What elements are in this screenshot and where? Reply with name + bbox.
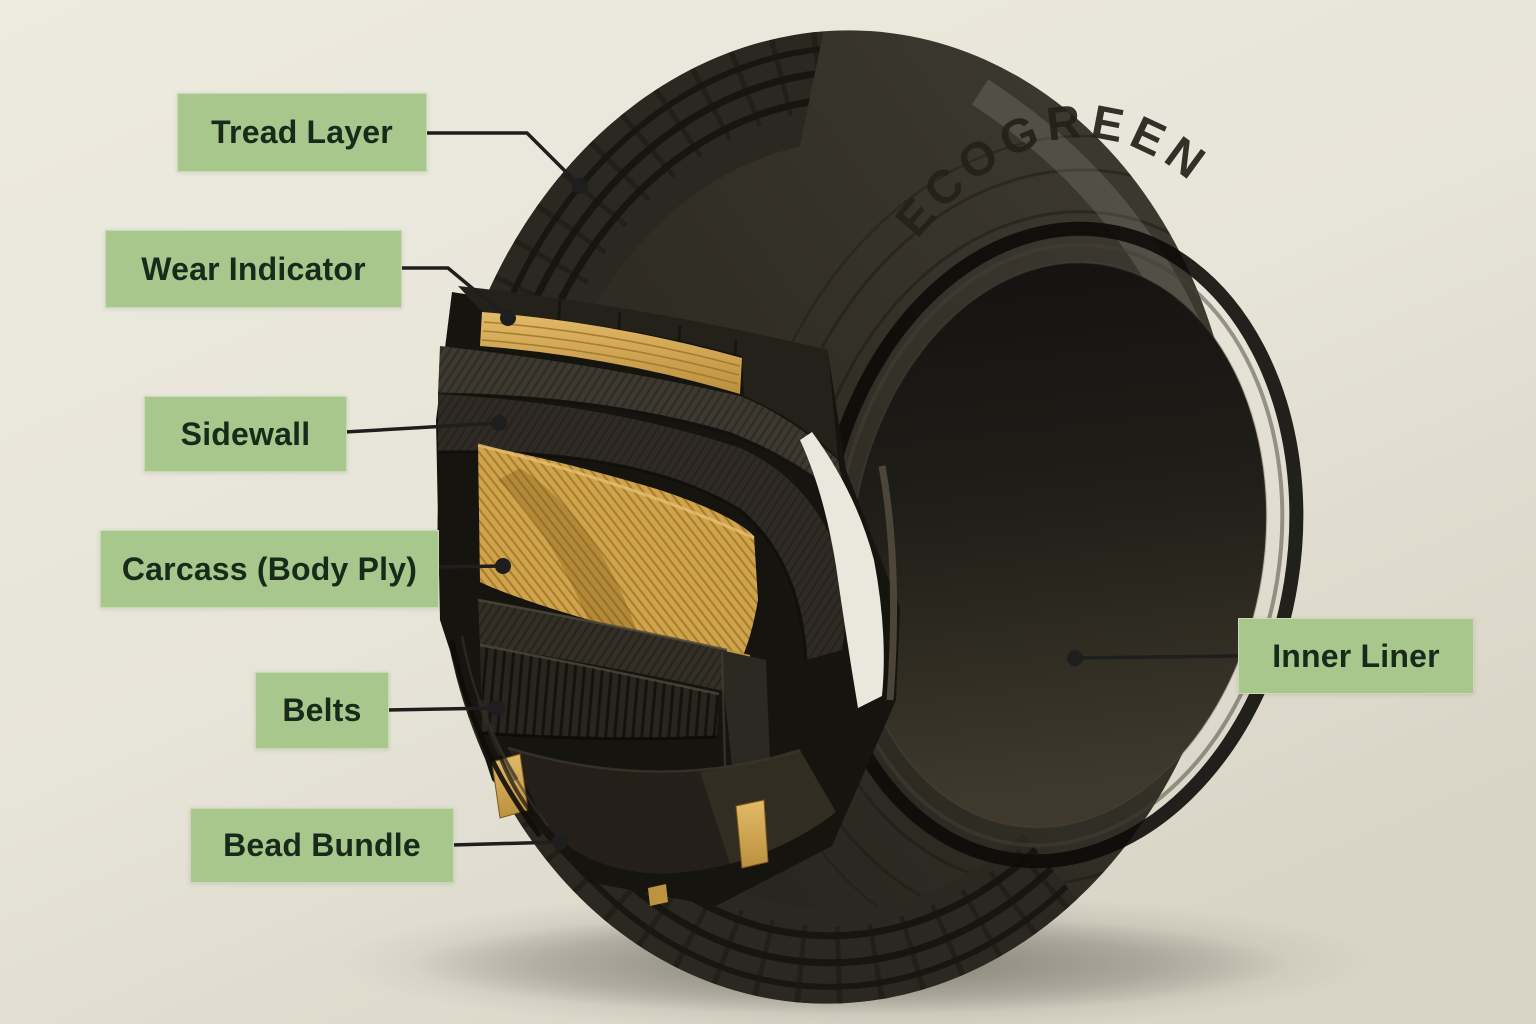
sidewall-upper-band [437,346,847,504]
bore-gap-sliver [800,432,884,708]
dot-tread-layer [572,178,588,194]
dot-wear-indicator [500,310,516,326]
cutaway-section [436,286,900,906]
sidewall-sweep-band [437,394,846,661]
leader-belts [385,706,499,712]
bead-bundle-right [648,799,769,906]
label-sidewall: Sidewall [144,396,347,472]
label-bead-bundle: Bead Bundle [190,808,454,883]
dot-carcass [495,558,511,574]
label-inner-liner-text: Inner Liner [1272,637,1440,674]
label-inner-liner: Inner Liner [1238,618,1474,694]
label-bead-bundle-text: Bead Bundle [223,827,421,863]
label-belts: Belts [255,672,389,749]
label-tread-layer-text: Tread Layer [211,114,393,150]
label-sidewall-text: Sidewall [180,415,311,452]
leader-inner-liner [1073,654,1240,660]
leader-wear-indicator [398,266,510,320]
leader-carcass [435,564,505,569]
leader-dots [489,178,1083,850]
tread-cap-band [458,286,838,458]
bead-edge-arcs [449,635,549,838]
leader-bead-bundle [450,840,562,847]
label-belts-text: Belts [282,692,362,728]
dot-sidewall [491,415,507,431]
label-carcass-body-ply-text: Carcass (Body Ply) [121,550,418,587]
label-wear-indicator: Wear Indicator [105,230,402,308]
dot-belts [489,700,505,716]
leader-tread-layer [423,131,582,188]
dot-bead-bundle [552,834,568,850]
label-tread-layer: Tread Layer [177,93,427,172]
tire: ECOGREEN [436,23,1304,1011]
belts-layer [477,598,729,741]
label-wear-indicator-text: Wear Indicator [141,250,366,287]
wear-indicator-strip [480,312,742,394]
leader-lines [343,131,1240,847]
label-carcass-body-ply: Carcass (Body Ply) [100,530,439,608]
bore-lip-edge [878,465,898,701]
inner-liner-surface [849,262,1267,828]
leader-sidewall [343,421,501,434]
dot-inner-liner [1067,650,1083,666]
